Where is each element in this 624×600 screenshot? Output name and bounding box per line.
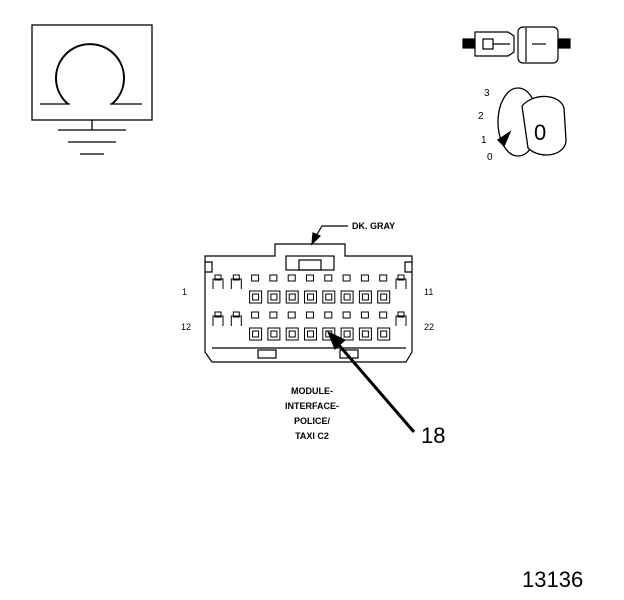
pin-cavity <box>285 274 299 304</box>
pin-cavity <box>340 274 354 304</box>
pin-cavity <box>358 274 372 304</box>
disconnect-connector-icon <box>462 26 571 64</box>
pin-cavity <box>304 311 317 341</box>
figure-number: 13136 <box>522 567 583 592</box>
pin-cavity <box>267 311 281 341</box>
pin-cavity <box>340 311 354 341</box>
pin-cavity <box>230 311 242 326</box>
connector-color-label: DK. GRAY <box>352 221 395 231</box>
ignition-position-0: 0 <box>487 152 493 163</box>
pin-cavity <box>249 274 263 304</box>
pin-cavity <box>249 311 263 341</box>
pin-cavity <box>304 274 317 304</box>
pin-cavities <box>212 274 407 341</box>
pin-cavity <box>358 311 372 341</box>
ignition-position-2: 2 <box>478 111 484 122</box>
color-pointer-arrow <box>311 225 348 246</box>
caption-line-4: TAXI C2 <box>295 431 329 441</box>
pin-label-1: 1 <box>182 287 187 297</box>
ignition-position-1: 1 <box>481 135 487 146</box>
callout-number: 18 <box>421 423 445 448</box>
pin-label-11: 11 <box>424 287 433 297</box>
ignition-position-3: 3 <box>484 88 490 99</box>
pin-cavity <box>212 274 224 289</box>
pin-cavity <box>377 274 391 304</box>
pin-cavity <box>212 311 224 326</box>
ignition-key-icon <box>496 87 567 157</box>
pin-label-22: 22 <box>424 322 434 332</box>
caption-line-2: INTERFACE- <box>285 401 339 411</box>
ohmmeter-icon <box>31 24 153 155</box>
ignition-key-label: 0 <box>534 120 546 145</box>
callout-arrow <box>327 330 416 433</box>
pin-cavity <box>322 274 336 304</box>
connector-body <box>204 243 413 363</box>
pin-cavity <box>395 311 407 326</box>
pin-cavity <box>395 274 407 289</box>
pin-cavity <box>377 311 391 341</box>
caption-line-3: POLICE/ <box>294 416 331 426</box>
pin-cavity <box>230 274 242 289</box>
pin-label-12: 12 <box>181 322 191 332</box>
pin-cavity <box>267 274 281 304</box>
pin-cavity <box>285 311 299 341</box>
caption-line-1: MODULE- <box>291 386 333 396</box>
